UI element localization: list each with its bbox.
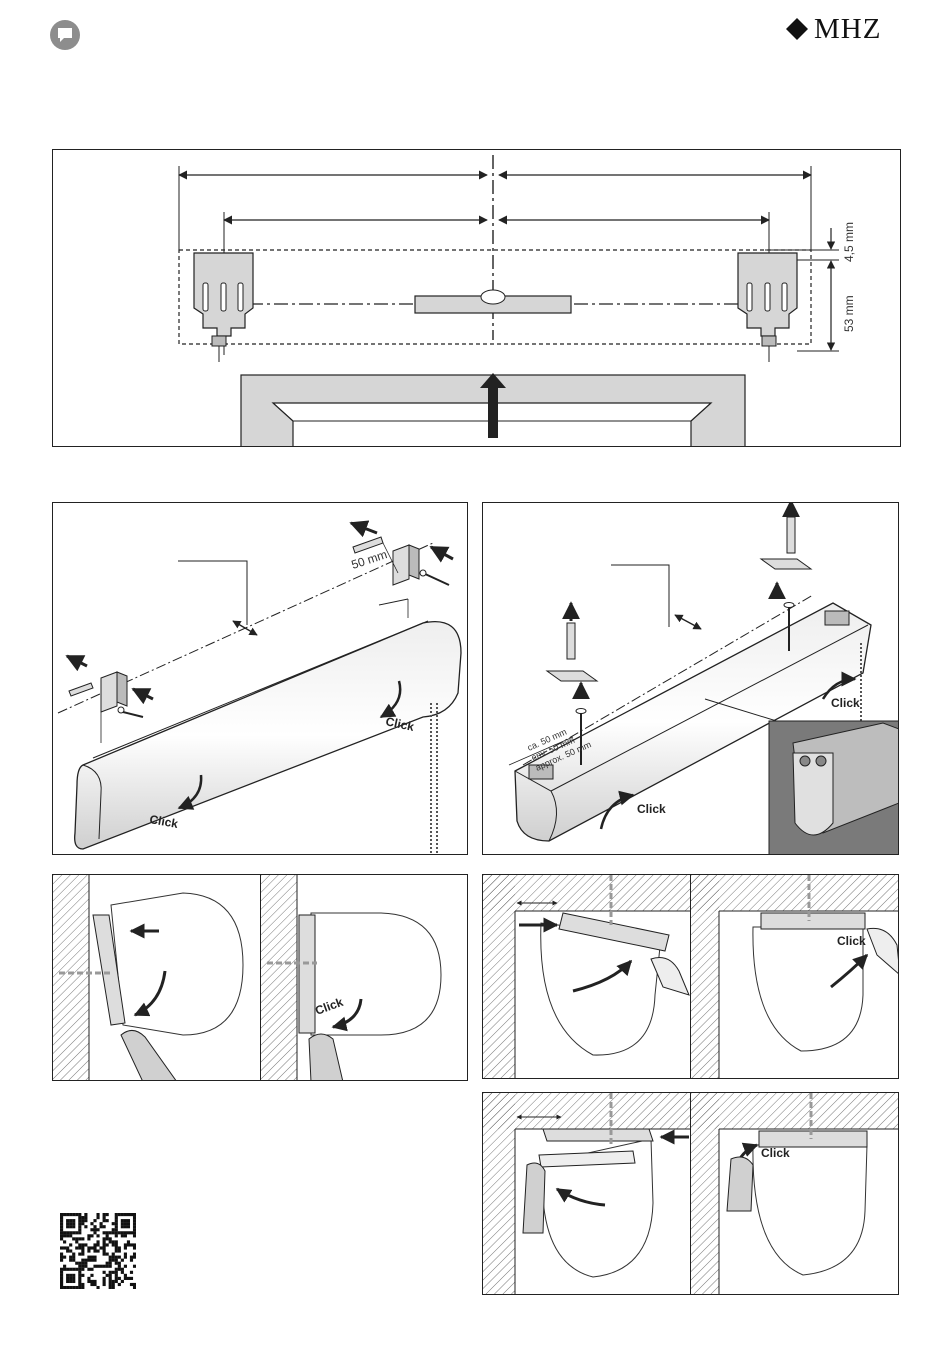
click-label: Click <box>837 934 866 948</box>
panel-wall-attach-step2: Click <box>260 874 468 1081</box>
dimension-53mm: 53 mm <box>842 295 856 332</box>
click-label-back: Click <box>831 696 860 710</box>
click-label-front: Click <box>637 802 666 816</box>
dimension-4-5mm: 4,5 mm <box>842 222 856 262</box>
panel-ceiling-attach-step2: Click <box>690 874 899 1079</box>
brand-logo: MHZ <box>786 14 881 44</box>
panel-ceiling-attach-alt-step2: Click <box>690 1092 899 1295</box>
panel-install-blind-side: 50 mm Click Click <box>52 502 468 855</box>
panel-ceiling-attach-step1 <box>482 874 691 1079</box>
speech-bubble-icon <box>50 20 80 50</box>
qr-code-icon <box>60 1213 136 1289</box>
diamond-logo-icon <box>786 18 808 40</box>
panel-install-blind-ceiling: ca. 50 mm env. 50 mm approx. 50 mm Click… <box>482 502 899 855</box>
panel-wall-attach-step1 <box>52 874 261 1081</box>
click-label-left: Click <box>148 812 179 831</box>
mounting-dimension-diagram: 4,5 mm 53 mm <box>52 149 901 447</box>
brand-name: MHZ <box>814 14 881 44</box>
panel-ceiling-attach-alt-step1 <box>482 1092 691 1295</box>
click-label: Click <box>761 1146 790 1160</box>
